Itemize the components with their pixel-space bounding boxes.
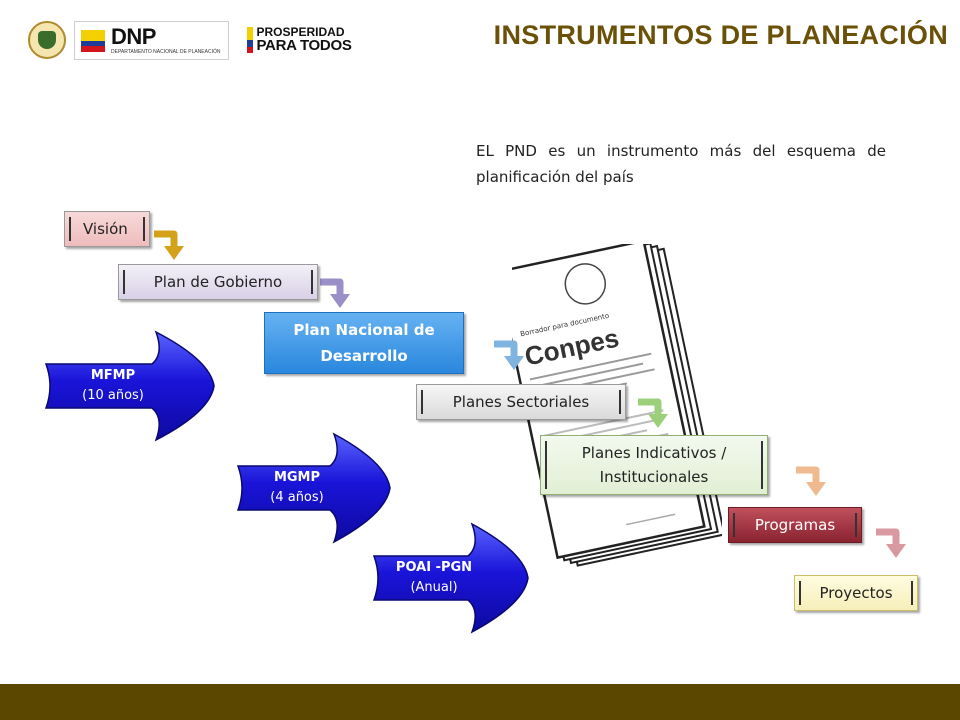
dnp-logo-subtext: DEPARTAMENTO NACIONAL DE PLANEACIÓN	[111, 49, 221, 55]
prosperidad-logo: PROSPERIDAD PARA TODOS	[247, 25, 352, 54]
flow-arrow-icon	[638, 398, 668, 428]
prosperidad-line2: PARA TODOS	[256, 36, 352, 54]
plan-nacional-de-desarrollo-label: Plan Nacional de Desarrollo	[264, 312, 464, 374]
intro-text: EL PND es un instrumento más del esquema…	[476, 142, 886, 186]
dnp-logo-text: DNP	[111, 24, 156, 49]
pnd-line2: Desarrollo	[320, 347, 408, 365]
right-arrow-icon	[44, 330, 215, 442]
flag-stripes-icon	[247, 27, 254, 53]
planes-indicativos-line2: Institucionales	[599, 468, 709, 486]
flow-arrow-icon	[796, 466, 826, 496]
prosperidad-line1: PROSPERIDAD	[256, 25, 345, 40]
flow-arrow-icon	[876, 528, 906, 558]
footer-band	[0, 684, 960, 720]
poai-period: (Anual)	[410, 580, 458, 595]
right-arrow-icon	[236, 432, 391, 544]
planes-indicativos-label: Planes Indicativos / Institucionales	[540, 435, 768, 495]
programas-label: Programas	[728, 507, 862, 543]
planes-sectoriales-label: Planes Sectoriales	[416, 384, 626, 420]
proyectos-label: Proyectos	[794, 575, 918, 611]
plan-de-gobierno-label: Plan de Gobierno	[118, 264, 318, 300]
dnp-logo: DNP DEPARTAMENTO NACIONAL DE PLANEACIÓN	[74, 20, 230, 60]
mgmp-period: (4 años)	[270, 490, 324, 505]
vision-label: Visión	[64, 211, 150, 247]
header-logos: DNP DEPARTAMENTO NACIONAL DE PLANEACIÓN …	[28, 18, 352, 62]
mfmp-period: (10 años)	[82, 388, 144, 403]
mgmp-name: MGMP	[273, 470, 321, 485]
mfmp-arrow: MFMP (10 años)	[44, 330, 216, 442]
mfmp-name: MFMP	[90, 368, 136, 383]
coat-of-arms-icon	[28, 21, 66, 59]
flow-arrow-icon	[320, 278, 350, 308]
colombia-flag-icon	[81, 29, 105, 52]
flow-arrow-icon	[494, 340, 524, 370]
poai-name: POAI -PGN	[395, 560, 473, 575]
planes-indicativos-line1: Planes Indicativos /	[581, 444, 727, 462]
pnd-line1: Plan Nacional de	[293, 321, 435, 339]
right-arrow-icon	[372, 522, 529, 634]
flow-arrow-icon	[154, 230, 184, 260]
poai-pgn-arrow: POAI -PGN (Anual)	[372, 522, 530, 634]
page-title: INSTRUMENTOS DE PLANEACIÓN	[493, 20, 948, 50]
mgmp-arrow: MGMP (4 años)	[236, 432, 392, 544]
